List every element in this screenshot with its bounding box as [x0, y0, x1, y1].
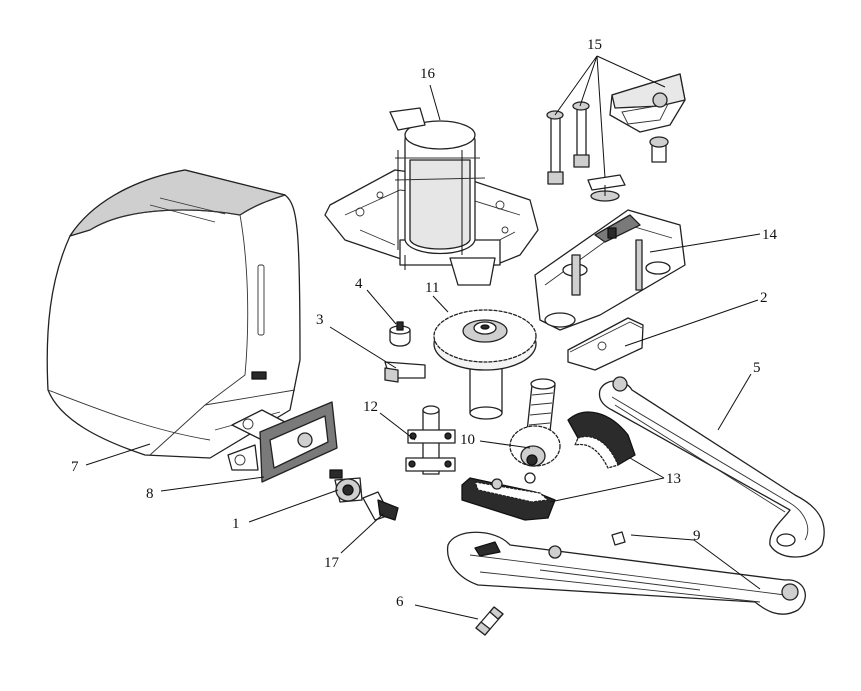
callout-2: 2 [760, 290, 768, 306]
part-8-gasket-plate [227, 401, 338, 483]
callout-17: 17 [324, 555, 340, 571]
part-13-rack-segments [461, 411, 636, 521]
leader-13a [629, 457, 665, 479]
callout-5: 5 [753, 360, 761, 376]
part-14-mounting-plate [534, 209, 686, 331]
callout-15: 15 [587, 37, 602, 53]
part-11-large-gear [433, 309, 537, 420]
callout-1: 1 [232, 516, 240, 532]
leader-15a [554, 55, 598, 116]
part-7-housing-cover [46, 169, 301, 459]
callout-16: 16 [420, 66, 436, 82]
leader-lines [85, 55, 761, 620]
part-4-small-cap [389, 321, 411, 347]
leader-1 [248, 489, 339, 523]
leader-15d [596, 55, 666, 88]
leader-15b [579, 55, 598, 107]
callout-9: 9 [693, 528, 701, 544]
callout-3: 3 [316, 312, 324, 328]
leader-16 [429, 84, 441, 121]
part-17-key [362, 491, 399, 521]
leader-9 [693, 539, 761, 590]
callout-8: 8 [146, 486, 154, 502]
leader-2 [624, 299, 759, 347]
callout-13: 13 [666, 471, 681, 487]
callout-14: 14 [762, 227, 778, 243]
callout-12: 12 [363, 399, 378, 415]
part-1-lock-cylinder [329, 469, 363, 503]
leader-5 [717, 373, 752, 431]
leader-4 [366, 289, 397, 325]
callout-7: 7 [71, 459, 79, 475]
leader-14 [649, 233, 761, 253]
leader-9b [630, 534, 695, 541]
part-3-release-lever [384, 361, 426, 383]
leader-15c [596, 55, 606, 179]
part-9-arm [446, 531, 806, 615]
part-12-shaft-bracket [405, 405, 456, 475]
part-15-bracket-hardware [546, 73, 686, 202]
part-2-small-plate [567, 317, 644, 371]
leader-11 [432, 295, 449, 313]
callout-labels: 1 2 3 4 5 6 7 8 9 10 11 12 13 14 15 16 1… [71, 37, 778, 610]
callout-10: 10 [460, 432, 475, 448]
leader-13b [549, 477, 665, 503]
callout-4: 4 [355, 276, 363, 292]
part-5-lever-arm [598, 376, 825, 558]
leader-8 [160, 476, 265, 492]
leader-12 [379, 412, 416, 441]
leader-3 [329, 326, 397, 369]
leader-10 [479, 440, 531, 449]
leader-6 [414, 604, 479, 620]
part-6-fuse [475, 606, 504, 636]
part-10-worm-gear [509, 378, 561, 484]
leader-17 [340, 513, 384, 554]
leader-7 [85, 443, 151, 466]
callout-6: 6 [396, 594, 404, 610]
callout-11: 11 [425, 280, 439, 296]
part-16-motor-base [324, 107, 539, 286]
